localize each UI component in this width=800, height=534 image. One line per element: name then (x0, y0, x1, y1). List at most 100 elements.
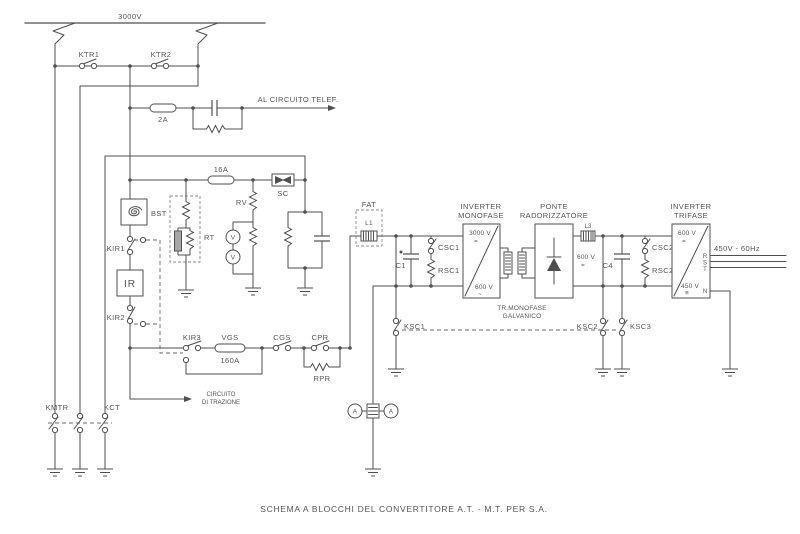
bridge-name1: PONTE (540, 202, 568, 211)
hv-bus (54, 65, 199, 414)
transformer-winding (503, 251, 513, 275)
ir-box: IR (116, 269, 144, 297)
rsc1-resistor (427, 257, 435, 281)
traction-dest-line1: CIRCUITO (207, 392, 236, 398)
ksc2-blade (600, 319, 609, 332)
kir2-blade (127, 306, 136, 320)
inverter-monofase-in: 3000 V (469, 230, 491, 237)
rv-label: RV (236, 198, 247, 207)
voltmeter-label: V (231, 235, 236, 242)
cpr-blade (314, 340, 330, 347)
link1-buses (372, 235, 464, 405)
rt-branch: RT (169, 179, 215, 298)
c1-polarity-dot (399, 250, 403, 254)
csc2-blade (642, 238, 651, 250)
csc1-blade (428, 238, 437, 250)
telef-label: AL CIRCUITO TELEF. (258, 95, 339, 104)
ground-icon (613, 368, 631, 377)
c4-capacitor (613, 253, 631, 260)
ground-switch-bank: KMTR KCT (46, 403, 120, 477)
telef-arrow (328, 105, 336, 111)
ground-switch-blades (48, 416, 109, 430)
neutral-label: N (703, 289, 707, 295)
bst-spiral-icon (128, 206, 142, 217)
sc-arrester (271, 173, 295, 187)
traction-wires (129, 235, 362, 400)
rv-wires (232, 179, 254, 289)
link2-voltage: 600 V (577, 254, 595, 261)
transformer-winding (517, 251, 527, 275)
fat-label: FAT (362, 200, 376, 209)
ksc1-blade (393, 319, 402, 332)
snubber-capacitor (313, 235, 331, 242)
ir-label: IR (124, 279, 136, 290)
ksc2-label: KSC2 (577, 322, 598, 331)
sc-label: SC (277, 189, 288, 198)
diode-icon (546, 237, 562, 285)
ksc3-label: KSC3 (630, 322, 651, 331)
output-voltage-label: 450V - 60Hz (714, 244, 760, 253)
voltmeter-label: V (231, 255, 236, 262)
catenary-supply: 3000V (24, 12, 266, 67)
telef-parallel-resistor (204, 125, 228, 133)
inverter-trifase-block: INVERTER TRIFASE 600 V = 450 V ≡ R S T N… (671, 202, 787, 377)
inverter-trifase-in-sym: = (682, 238, 686, 245)
fuse-16a-label: 16A (214, 165, 229, 174)
ground-icon (46, 468, 64, 477)
ammeter-assembly: A A (347, 403, 399, 477)
csc1-label: CSC1 (438, 243, 460, 252)
fuse-16a (207, 175, 235, 185)
telephone-branch: 2A AL CIRCUITO TELEF. (128, 65, 339, 200)
phase-r-label: R (703, 254, 708, 260)
ksc3-blade (619, 319, 628, 332)
ammeter-label: A (353, 409, 358, 416)
inverter-monofase-in-sym: = (474, 238, 478, 245)
ground-icon (177, 289, 195, 298)
kmtr-wires (54, 432, 106, 470)
cgs-blade (276, 340, 292, 347)
kmtr-label: KMTR (46, 403, 69, 412)
vgs-rating-label: 160A (220, 356, 239, 365)
phase-t-label: T (703, 267, 707, 273)
rt-label: RT (204, 233, 215, 242)
traction-dest-line2: DI TRAZIONE (202, 400, 240, 406)
inverter-trifase-name2: TRIFASE (674, 211, 708, 220)
kir3-label: KIR3 (183, 333, 201, 342)
rpr-label: RPR (313, 374, 330, 383)
fat-filter: FAT L1 (355, 200, 383, 247)
bst-label: BST (151, 209, 167, 218)
ground-icon (594, 368, 612, 377)
transformer-wires (499, 247, 536, 279)
ktr1-label: KTR1 (79, 50, 100, 59)
transformer-name1: TR.MONOFASE (497, 305, 547, 312)
pantograph-icon (52, 22, 76, 67)
inverter-monofase-name2: MONOFASE (458, 211, 504, 220)
c4-label: C4 (603, 261, 613, 270)
ground-icon (244, 287, 262, 296)
fuse-2a (149, 103, 177, 113)
rt-box (169, 195, 201, 263)
inverter-monofase-block: INVERTER MONOFASE 3000 V = 600 V ~ (458, 202, 504, 299)
l3-inductor (580, 230, 596, 242)
transformer-name2: GALVANICO (503, 313, 542, 320)
cpr-label: CPR (311, 333, 328, 342)
hv-disconnectors: KTR1 KTR2 (53, 50, 200, 414)
rsc2-resistor (641, 257, 649, 281)
rt-wires (177, 179, 191, 291)
link2-voltage-sym: = (581, 262, 585, 269)
ground-icon (71, 468, 89, 477)
inverter-trifase-name1: INVERTER (671, 202, 712, 211)
ktr2-label: KTR2 (151, 50, 172, 59)
inverter-monofase-out: 600 V (475, 284, 493, 291)
bst-booster (120, 198, 148, 226)
kir3-blade (186, 340, 202, 347)
ksc1-label: KSC1 (404, 322, 425, 331)
pantograph-icon (195, 22, 219, 67)
inverter-monofase-name1: INVERTER (461, 202, 502, 211)
cgs-label: CGS (273, 333, 290, 342)
l1-label: L1 (365, 220, 373, 227)
ground-icon (96, 468, 114, 477)
ammeter-label: A (389, 409, 394, 416)
c1-capacitor (402, 253, 420, 260)
